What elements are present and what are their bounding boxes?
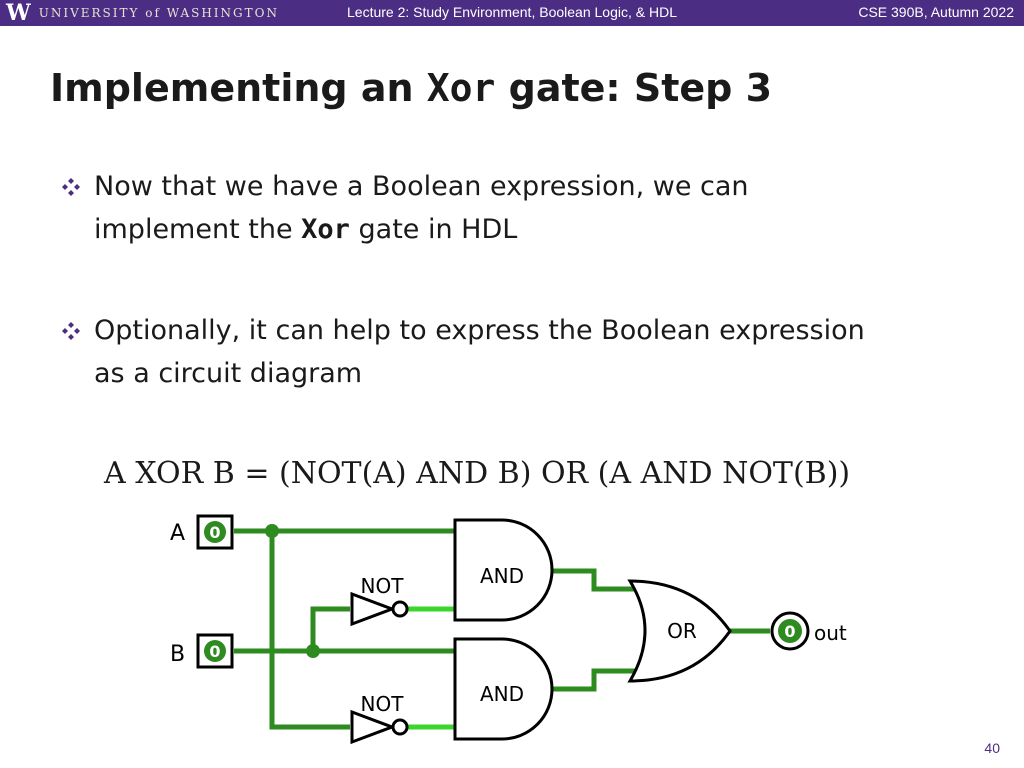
xor-circuit-diagram: 0 A 0 B NOT NOT AND AND OR 0 out — [170, 514, 847, 745]
lecture-title: Lecture 2: Study Environment, Boolean Lo… — [347, 4, 677, 20]
output-indicator — [778, 619, 802, 643]
input-b-value: 0 — [209, 642, 220, 661]
input-b-indicator — [204, 640, 226, 662]
not-bottom-label: NOT — [361, 692, 405, 716]
or-gate — [627, 579, 732, 683]
university-logo: W UNIVERSITY of WASHINGTON — [6, 2, 279, 24]
not-gate-top — [350, 591, 397, 627]
junction-a-dot — [265, 524, 279, 538]
and-gate-top — [453, 518, 554, 622]
input-b-label: B — [170, 642, 185, 667]
input-a-indicator — [204, 521, 226, 543]
bullet-1-line-2-suffix: gate in HDL — [349, 214, 518, 245]
university-name: UNIVERSITY of WASHINGTON — [38, 6, 279, 20]
diamond-bullet-icon — [62, 178, 80, 196]
wire-and-top-to-or — [552, 568, 638, 592]
page-number: 40 — [984, 740, 1000, 756]
wire-a-to-not-bottom — [269, 531, 350, 730]
bullet-1-line-2-prefix: implement the — [94, 214, 302, 245]
and-top-label: AND — [480, 564, 524, 588]
output-label: out — [814, 621, 847, 645]
wire-b-to-not-top — [310, 606, 350, 651]
and-bottom-label: AND — [480, 682, 524, 706]
not-top-label: NOT — [361, 574, 405, 598]
boolean-equation: A XOR B = (NOT(A) AND B) OR (A AND NOT(B… — [104, 456, 851, 491]
bullet-1-code: Xor — [301, 214, 350, 245]
bullet-1-text: Now that we have a Boolean expression, w… — [94, 165, 749, 251]
wire-and-bottom-to-or — [552, 668, 638, 692]
header-bar: W UNIVERSITY of WASHINGTON Lecture 2: St… — [0, 0, 1024, 26]
uw-w-logo: W — [6, 0, 31, 26]
not-gate-top-bubble — [391, 600, 409, 618]
bullet-2-line-2: as a circuit diagram — [94, 358, 363, 389]
bullet-2-text: Optionally, it can help to express the B… — [94, 309, 865, 395]
bullet-1: Now that we have a Boolean expression, w… — [60, 165, 960, 251]
title-suffix: gate: Step 3 — [495, 66, 773, 110]
title-code: Xor — [426, 66, 496, 110]
slide-title: Implementing an Xor gate: Step 3 — [50, 66, 772, 110]
not-gate-bottom-bubble — [391, 718, 409, 736]
circuit-active-wires — [408, 606, 455, 730]
and-gate-bottom — [453, 637, 554, 741]
bullet-2-line-1: Optionally, it can help to express the B… — [94, 315, 865, 346]
diamond-bullet-icon — [62, 322, 80, 340]
bullet-2: Optionally, it can help to express the B… — [60, 309, 960, 395]
bullet-1-line-1: Now that we have a Boolean expression, w… — [94, 171, 749, 202]
junction-b-dot — [306, 644, 320, 658]
bullet-1-line-2: implement the Xor gate in HDL — [94, 208, 749, 251]
not-gate-bottom — [350, 709, 397, 745]
title-prefix: Implementing an — [50, 66, 427, 110]
output-value: 0 — [784, 622, 795, 641]
course-name: CSE 390B, Autumn 2022 — [858, 4, 1014, 20]
input-a-label: A — [170, 521, 185, 546]
or-label: OR — [667, 619, 697, 643]
input-a-value: 0 — [209, 523, 220, 542]
